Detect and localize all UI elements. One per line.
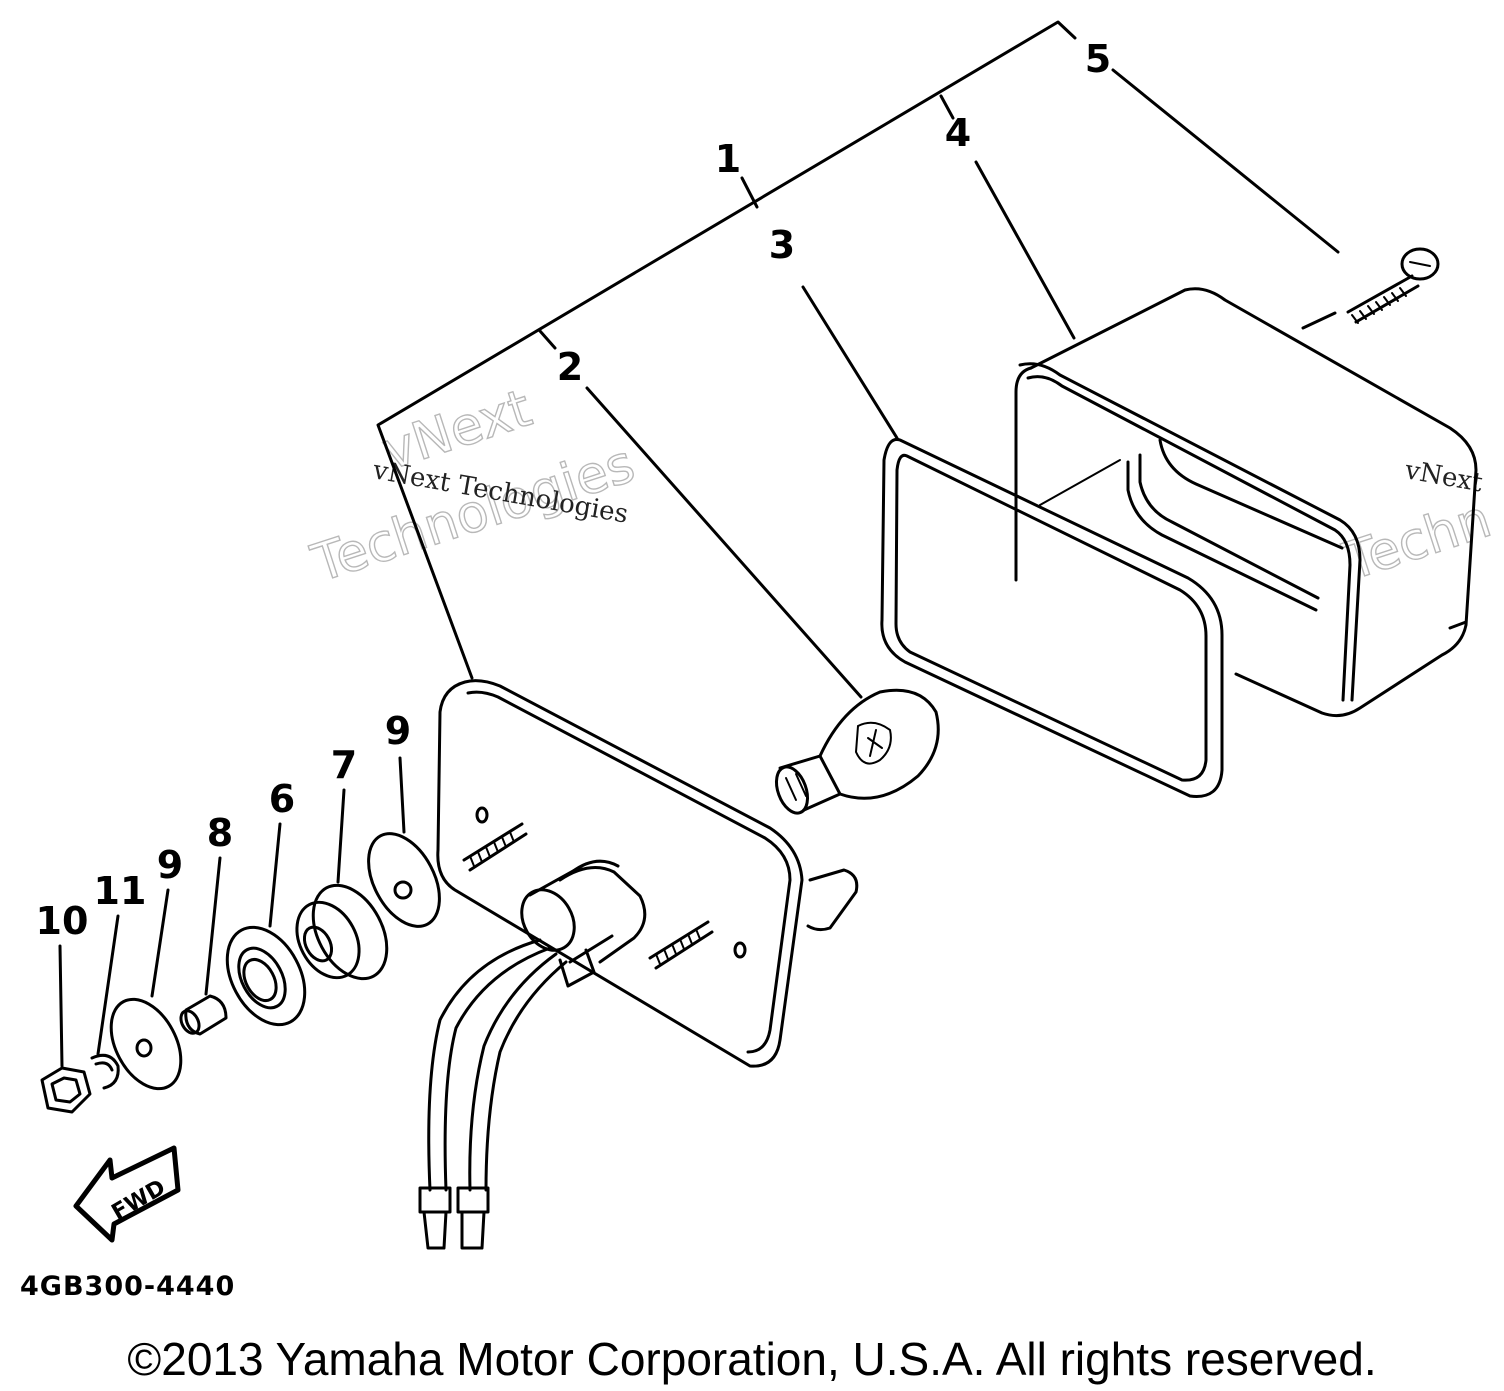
grommet-part	[295, 883, 389, 981]
gasket	[880, 437, 1224, 798]
callout-label: 6	[269, 777, 295, 821]
watermark: vNext Technologies vNext Technologies vN…	[304, 378, 1499, 596]
callout-label: 3	[769, 223, 795, 267]
base-plate	[436, 679, 859, 1068]
assembly-bracket	[376, 20, 1340, 699]
ring-part	[225, 925, 307, 1027]
callout-label: 7	[331, 743, 357, 787]
bulb	[774, 688, 940, 815]
wire-harness	[418, 938, 568, 1250]
callout-label: 10	[36, 899, 89, 943]
callout-label: 9	[157, 843, 183, 887]
nut-part	[40, 1066, 92, 1114]
callout-labels: 1 2 3 4 5 6 7 8 9 9 10 11	[36, 37, 1112, 943]
callout-label: 5	[1085, 37, 1111, 81]
callout-label: 4	[945, 111, 971, 155]
callout-label: 11	[94, 869, 147, 913]
fwd-label: FWD	[108, 1175, 170, 1225]
callout-label: 1	[715, 137, 741, 181]
callout-label: 9	[385, 709, 411, 753]
copyright-notice: ©2013 Yamaha Motor Corporation, U.S.A. A…	[127, 1333, 1377, 1385]
callout-label: 2	[557, 345, 583, 389]
washer-part	[367, 832, 441, 928]
collar-part	[179, 994, 228, 1036]
washer-part	[109, 997, 183, 1091]
diagram-part-code: 4GB300-4440	[20, 1271, 236, 1302]
lens-housing	[1014, 287, 1478, 718]
callout-label: 8	[207, 811, 233, 855]
screw-part	[1346, 247, 1440, 324]
lock-washer-part	[90, 1053, 120, 1090]
fwd-arrow-icon: FWD	[73, 1145, 181, 1243]
leader-lines	[58, 756, 406, 1068]
